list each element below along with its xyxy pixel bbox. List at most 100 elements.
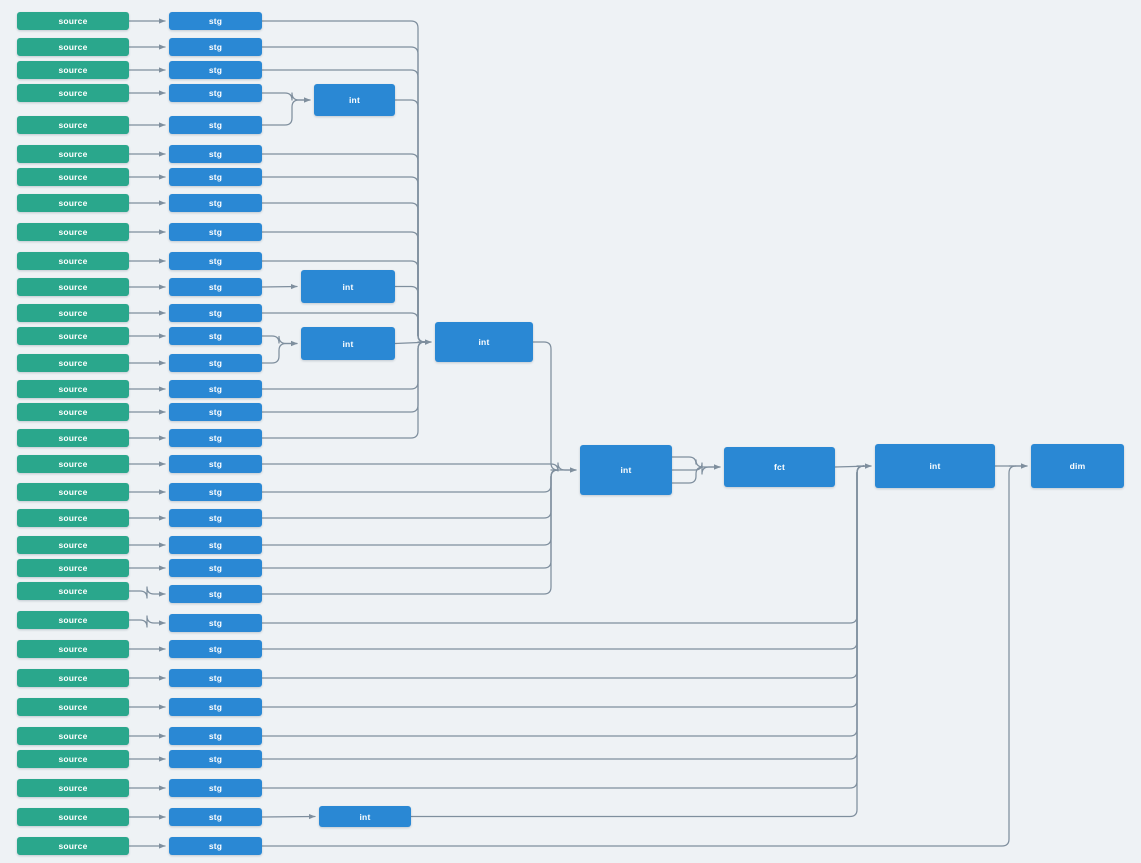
node-stg-stg27[interactable]: stg (169, 698, 262, 716)
node-source-src8[interactable]: source (17, 194, 129, 212)
edge (261, 176, 426, 343)
node-source-src4[interactable]: source (17, 84, 129, 102)
node-int-int1[interactable]: int (314, 84, 395, 116)
edge (261, 92, 311, 103)
node-stg-stg15[interactable]: stg (169, 380, 262, 398)
node-source-src14[interactable]: source (17, 354, 129, 372)
node-source-src6[interactable]: source (17, 145, 129, 163)
node-source-src17[interactable]: source (17, 429, 129, 447)
node-stg-stg11[interactable]: stg (169, 278, 262, 296)
edge (394, 285, 426, 343)
node-stg-stg10[interactable]: stg (169, 252, 262, 270)
node-source-src27[interactable]: source (17, 698, 129, 716)
node-source-src13[interactable]: source (17, 327, 129, 345)
node-label: stg (208, 540, 223, 550)
node-stg-stg16[interactable]: stg (169, 403, 262, 421)
node-stg-stg8[interactable]: stg (169, 194, 262, 212)
node-stg-stg18[interactable]: stg (169, 455, 262, 473)
node-label: stg (208, 256, 223, 266)
node-stg-stg28[interactable]: stg (169, 727, 262, 745)
edge (261, 469, 559, 595)
node-source-src15[interactable]: source (17, 380, 129, 398)
node-stg-stg24[interactable]: stg (169, 614, 262, 632)
node-source-src12[interactable]: source (17, 304, 129, 322)
edge (261, 465, 865, 650)
edge (834, 463, 872, 469)
node-stg-stg1[interactable]: stg (169, 12, 262, 30)
node-source-src7[interactable]: source (17, 168, 129, 186)
node-source-src29[interactable]: source (17, 750, 129, 768)
node-stg-stg4[interactable]: stg (169, 84, 262, 102)
node-int-int5[interactable]: int (580, 445, 672, 495)
node-dim-dim1[interactable]: dim (1031, 444, 1124, 488)
node-stg-stg9[interactable]: stg (169, 223, 262, 241)
node-source-src1[interactable]: source (17, 12, 129, 30)
node-source-src9[interactable]: source (17, 223, 129, 241)
node-source-src11[interactable]: source (17, 278, 129, 296)
node-label: int (342, 281, 354, 292)
node-stg-stg30[interactable]: stg (169, 779, 262, 797)
node-stg-stg22[interactable]: stg (169, 559, 262, 577)
node-stg-stg21[interactable]: stg (169, 536, 262, 554)
node-label: stg (208, 644, 223, 654)
node-source-src20[interactable]: source (17, 509, 129, 527)
node-label: source (58, 227, 88, 237)
node-stg-stg17[interactable]: stg (169, 429, 262, 447)
node-label: stg (208, 563, 223, 573)
node-source-src30[interactable]: source (17, 779, 129, 797)
node-stg-stg5[interactable]: stg (169, 116, 262, 134)
node-source-src23[interactable]: source (17, 582, 129, 600)
node-int-int4[interactable]: int (435, 322, 533, 362)
node-source-src5[interactable]: source (17, 116, 129, 134)
node-source-src22[interactable]: source (17, 559, 129, 577)
node-label: stg (208, 149, 223, 159)
node-source-src16[interactable]: source (17, 403, 129, 421)
edge (261, 469, 559, 569)
node-stg-stg31[interactable]: stg (169, 808, 262, 826)
node-stg-stg2[interactable]: stg (169, 38, 262, 56)
node-int-int3[interactable]: int (301, 327, 395, 360)
edge (671, 462, 721, 475)
node-source-src3[interactable]: source (17, 61, 129, 79)
node-stg-stg26[interactable]: stg (169, 669, 262, 687)
node-source-src32[interactable]: source (17, 837, 129, 855)
node-label: source (58, 673, 88, 683)
node-stg-stg23[interactable]: stg (169, 585, 262, 603)
node-label: int (929, 461, 941, 471)
node-stg-stg7[interactable]: stg (169, 168, 262, 186)
edge (261, 335, 298, 347)
node-label: source (58, 308, 88, 318)
node-int-int6[interactable]: int (875, 444, 995, 488)
node-label: source (58, 812, 88, 822)
node-source-src24[interactable]: source (17, 611, 129, 629)
edge (410, 465, 865, 818)
node-source-src21[interactable]: source (17, 536, 129, 554)
node-stg-stg29[interactable]: stg (169, 750, 262, 768)
node-stg-stg14[interactable]: stg (169, 354, 262, 372)
node-stg-stg6[interactable]: stg (169, 145, 262, 163)
node-label: stg (208, 88, 223, 98)
edge (261, 340, 298, 364)
node-stg-stg19[interactable]: stg (169, 483, 262, 501)
node-stg-stg20[interactable]: stg (169, 509, 262, 527)
node-int-int2[interactable]: int (301, 270, 395, 303)
node-source-src18[interactable]: source (17, 455, 129, 473)
node-stg-stg12[interactable]: stg (169, 304, 262, 322)
node-label: source (58, 615, 88, 625)
node-source-src28[interactable]: source (17, 727, 129, 745)
node-source-src19[interactable]: source (17, 483, 129, 501)
node-stg-stg13[interactable]: stg (169, 327, 262, 345)
node-label: stg (208, 812, 223, 822)
node-source-src31[interactable]: source (17, 808, 129, 826)
node-int-int7[interactable]: int (319, 806, 411, 827)
edge (261, 465, 865, 624)
node-stg-stg3[interactable]: stg (169, 61, 262, 79)
node-stg-stg25[interactable]: stg (169, 640, 262, 658)
node-source-src25[interactable]: source (17, 640, 129, 658)
node-stg-stg32[interactable]: stg (169, 837, 262, 855)
node-fct-fct1[interactable]: fct (724, 447, 835, 487)
node-source-src2[interactable]: source (17, 38, 129, 56)
node-source-src26[interactable]: source (17, 669, 129, 687)
node-source-src10[interactable]: source (17, 252, 129, 270)
